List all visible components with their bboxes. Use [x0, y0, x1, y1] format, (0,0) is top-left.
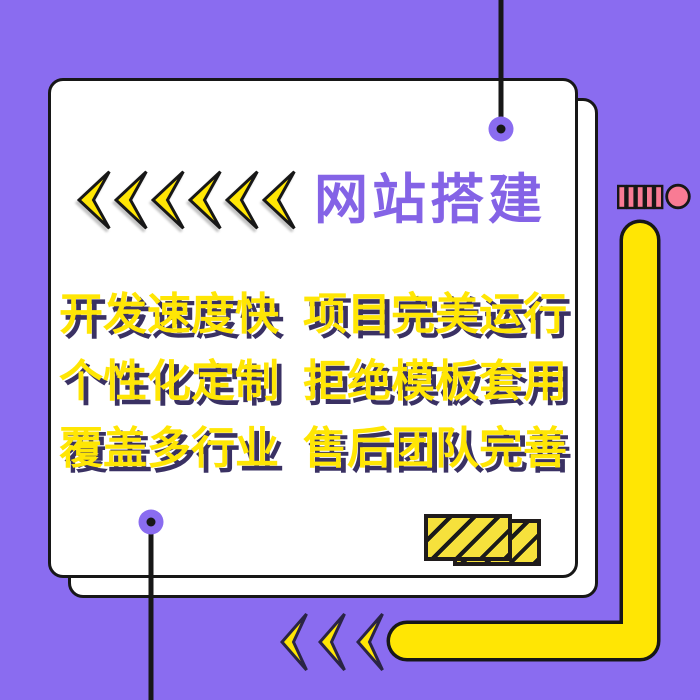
feature-item: 覆盖多行业 [59, 423, 279, 474]
feature-item: 拒绝模板套用 [303, 356, 567, 407]
chevron-left-icon [262, 170, 296, 230]
pink-circle [665, 183, 691, 210]
chevron-left-icon [77, 170, 111, 230]
footer-chevrons [280, 612, 384, 672]
chevron-left-icon [356, 613, 384, 671]
chevron-left-icon [151, 170, 185, 230]
striped-rectangle [424, 514, 512, 561]
chevron-left-icon [318, 613, 346, 671]
chevron-left-icon [280, 613, 308, 671]
pink-bars-and-circle [617, 183, 691, 210]
feature-row: 个性化定制 拒绝模板套用 [51, 348, 575, 415]
feature-row: 覆盖多行业 售后团队完善 [51, 415, 575, 482]
pink-bar-group [617, 184, 664, 210]
main-card: 网站搭建 开发速度快 项目完美运行 个性化定制 拒绝模板套用 覆盖多行业 售后团… [48, 78, 578, 578]
feature-item: 个性化定制 [59, 356, 279, 407]
feature-row: 开发速度快 项目完美运行 [51, 281, 575, 348]
feature-item: 售后团队完善 [303, 423, 567, 474]
feature-item: 开发速度快 [59, 289, 279, 340]
card-header: 网站搭建 [77, 169, 546, 231]
chevron-left-icon [225, 170, 259, 230]
poster-title: 网站搭建 [314, 168, 546, 231]
chevron-left-icon [188, 170, 222, 230]
feature-list: 开发速度快 项目完美运行 个性化定制 拒绝模板套用 覆盖多行业 售后团队完善 [51, 281, 575, 482]
chevron-left-icon [114, 170, 148, 230]
feature-item: 项目完美运行 [303, 289, 567, 340]
